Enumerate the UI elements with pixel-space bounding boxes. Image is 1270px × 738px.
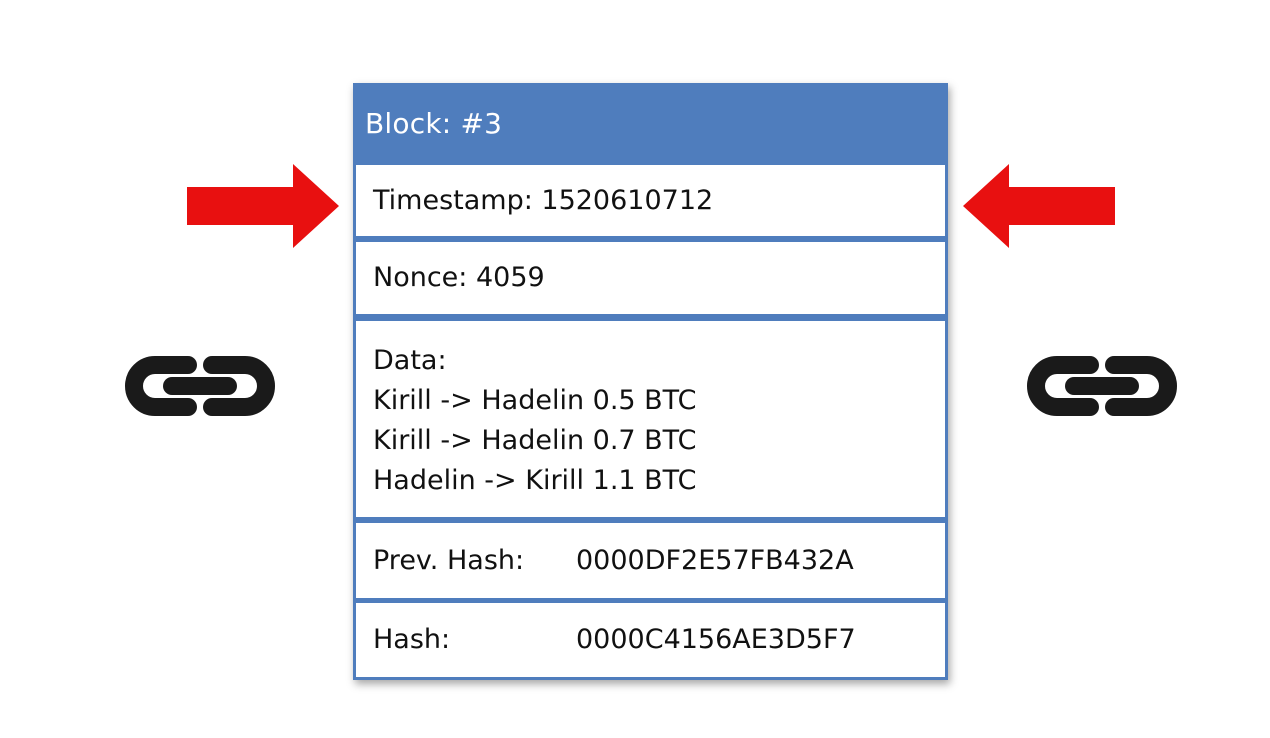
hash-label: Hash: [373,624,451,655]
chain-link-icon [1027,356,1177,416]
data-label: Data: [373,345,447,376]
prev-hash-label: Prev. Hash: [373,545,525,576]
arrow-right-icon [187,164,339,248]
arrow-left-icon [963,164,1115,248]
transaction-line: Hadelin -> Kirill 1.1 BTC [373,465,697,496]
block-card: Block: #3 Timestamp: 1520610712 Nonce: 4… [353,83,948,680]
timestamp-row: Timestamp: 1520610712 [356,165,945,236]
nonce-row: Nonce: 4059 [356,242,945,314]
prev-hash-row: Prev. Hash: 0000DF2E57FB432A [356,523,945,598]
transaction-line: Kirill -> Hadelin 0.7 BTC [373,425,697,456]
prev-hash-value: 0000DF2E57FB432A [576,545,854,576]
hash-row: Hash: 0000C4156AE3D5F7 [356,603,945,677]
data-row: Data: Kirill -> Hadelin 0.5 BTC Kirill -… [356,321,945,517]
hash-value: 0000C4156AE3D5F7 [576,624,856,655]
transaction-line: Kirill -> Hadelin 0.5 BTC [373,385,697,416]
chain-link-icon [125,356,275,416]
block-title: Block: #3 [365,107,503,140]
